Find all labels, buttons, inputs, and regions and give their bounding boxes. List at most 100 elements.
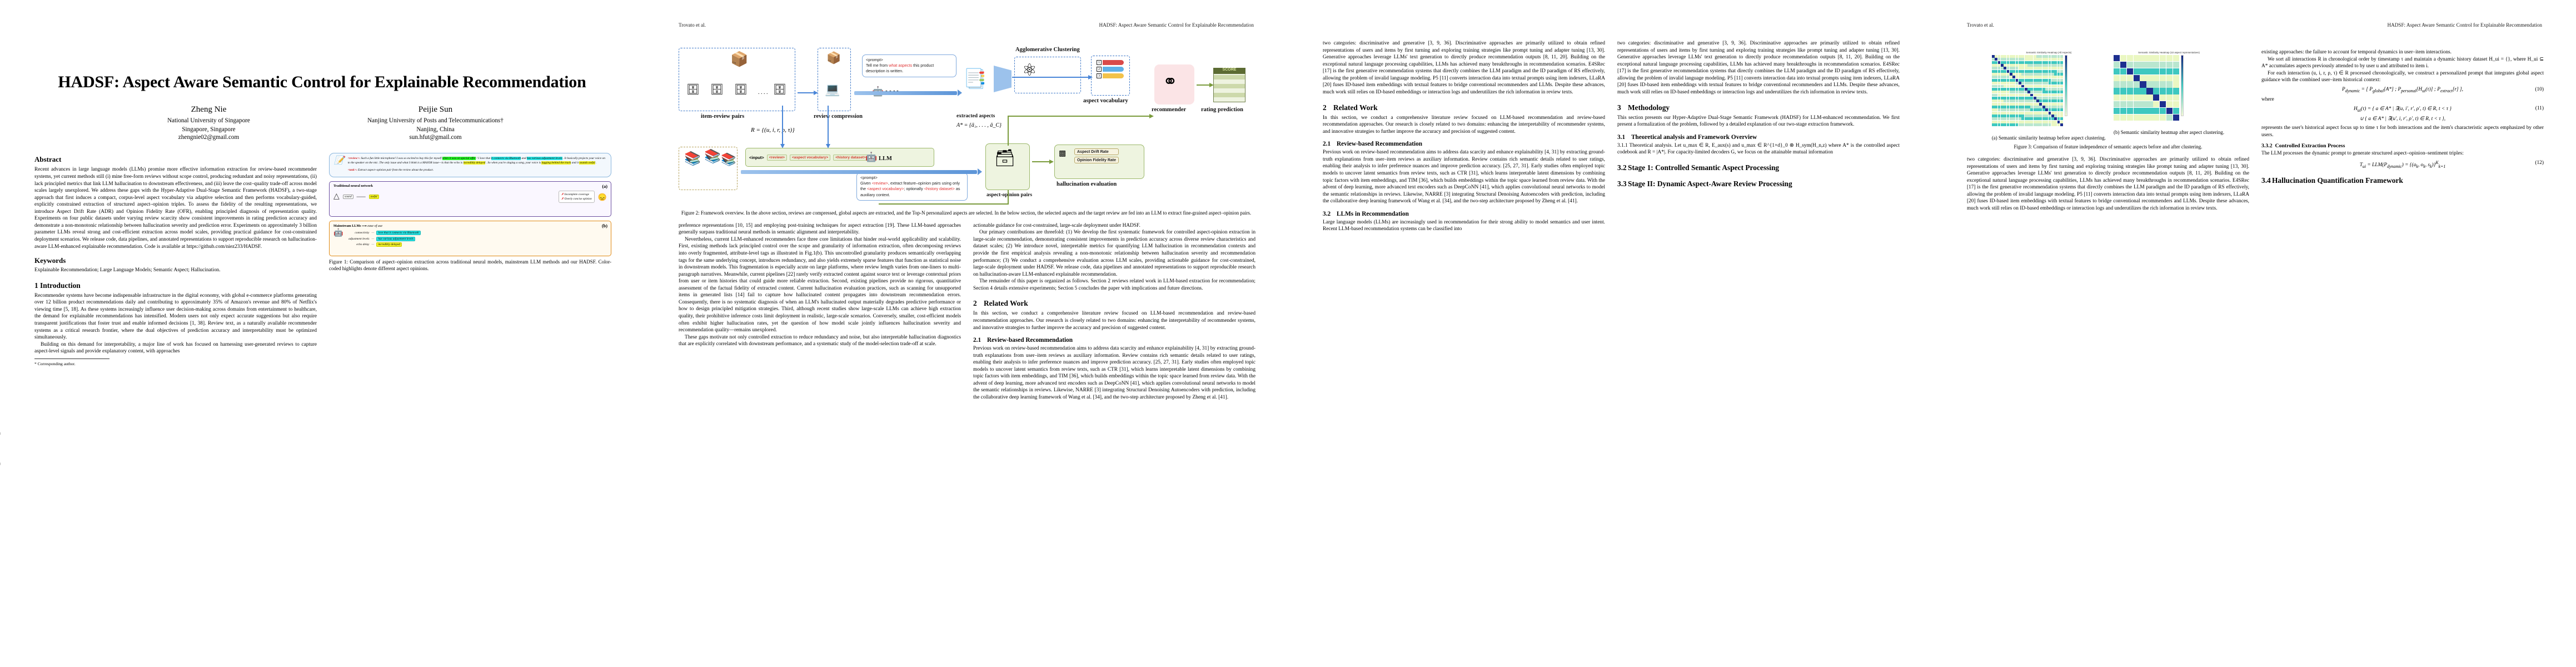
heatmap-cell	[2021, 67, 2025, 70]
heatmap-cell	[2113, 55, 2120, 62]
heatmap-cell	[2057, 108, 2060, 112]
heatmap-cell	[2120, 107, 2127, 115]
page-3: two categories: discriminative and gener…	[1288, 0, 1932, 667]
heatmap-cell	[2120, 114, 2127, 121]
heatmap-cell	[1995, 55, 1998, 58]
heatmap-cell	[2060, 115, 2063, 117]
related-work-intro: In this section, we conduct a comprehens…	[973, 311, 1255, 331]
heatmap-cell	[2018, 96, 2021, 99]
heatmap-cell	[2042, 64, 2045, 67]
heatmap-cell	[2009, 87, 2012, 91]
heatmap-cell	[2133, 94, 2140, 101]
heatmap-cell	[2045, 84, 2049, 88]
pair-value: love that it connects via Bluetooth	[376, 231, 421, 236]
heatmap-cell	[2153, 68, 2160, 75]
heatmap-cell	[2042, 84, 2045, 88]
heatmap-cell	[2021, 120, 2025, 123]
heatmap-cell	[2018, 102, 2021, 106]
heatmap-a: Semantic Similarity Heatmap (All Aspects…	[1991, 51, 2106, 141]
heatmap-cell	[2024, 82, 2027, 85]
p3b-c2-para-3: For each interaction (u, i, r, ρ, τ) ∈ R…	[2261, 70, 2544, 83]
heatmap-cell	[2004, 96, 2007, 99]
heatmap-cell	[2060, 123, 2063, 126]
heatmap-cell	[2024, 96, 2027, 99]
p2-red-history: <history dataset>	[924, 186, 955, 192]
heatmap-cell	[2173, 114, 2179, 121]
heatmap-cell	[2015, 82, 2019, 85]
heatmap-cell	[2045, 73, 2049, 76]
heatmap-cell	[2012, 117, 2016, 121]
heatmap-cell	[2021, 93, 2025, 97]
heatmap-cell	[2036, 108, 2039, 112]
heatmap-cell	[2054, 69, 2057, 73]
heatmap-cell	[2018, 87, 2021, 91]
page3-column-2: two categories: discriminative and gener…	[1617, 40, 1900, 233]
vocab-list: 1 2 3	[1097, 60, 1124, 80]
page1-column-2: 📝 <review>: Such a fun little microphone…	[329, 153, 611, 366]
heatmap-cell	[1991, 76, 1995, 79]
heatmap-cell	[2033, 84, 2036, 88]
heatmap-cell	[2048, 55, 2051, 58]
heatmap-cell	[2006, 61, 2010, 64]
heatmap-cell	[2027, 69, 2030, 73]
heatmap-cell	[2042, 91, 2045, 94]
heatmap-cell	[2054, 61, 2057, 64]
stage2-number: 3.3	[1617, 179, 1627, 188]
heatmap-cell	[2140, 114, 2146, 121]
heatmap-cell	[2021, 108, 2025, 112]
history-dataset-group	[679, 147, 738, 190]
heatmap-cell	[2060, 73, 2063, 76]
heatmap-cell	[2021, 73, 2025, 76]
heatmap-cell	[2060, 102, 2063, 106]
heatmap-cell	[2054, 123, 2057, 126]
heatmap-cell	[2004, 91, 2007, 94]
heatmap-cell	[2015, 61, 2019, 64]
heatmap-cell	[2027, 117, 2030, 121]
heatmap-cell	[2113, 68, 2120, 75]
heatmap-cell	[2042, 87, 2045, 91]
task-text: Extract aspect–opinion pair from the rev…	[357, 168, 434, 172]
heatmap-cell	[2057, 111, 2060, 115]
heatmap-cell	[2015, 93, 2019, 97]
heatmap-cell	[2173, 74, 2179, 81]
author-email[interactable]: sun.hfut@gmail.com	[409, 134, 462, 141]
pair-key: connectivity	[355, 231, 370, 235]
heatmap-cell	[2042, 108, 2045, 112]
heatmap-cell	[2000, 106, 2004, 108]
heatmap-cell	[2057, 61, 2060, 64]
heatmap-cell	[1997, 58, 2001, 61]
heatmap-cell	[2146, 55, 2153, 62]
heatmap-cell	[2153, 81, 2160, 88]
heatmap-cell	[2027, 82, 2030, 85]
heatmap-a-grid	[1991, 55, 2063, 126]
heatmap-cell	[2133, 55, 2140, 62]
heatmap-cell	[2030, 111, 2034, 115]
heatmap-cell	[2024, 102, 2027, 106]
author-email[interactable]: zhengnie02@gmail.com	[178, 134, 240, 141]
heatmap-cell	[2030, 58, 2034, 61]
heatmap-cell	[2051, 55, 2054, 58]
heatmap-cell	[2140, 55, 2146, 62]
heatmap-cell	[2146, 114, 2153, 121]
heatmap-cell	[2036, 117, 2039, 121]
section-label: Related Work	[1333, 103, 1378, 112]
heatmap-cell	[2048, 69, 2051, 73]
running-head-left: Trovato et al.	[679, 22, 706, 28]
heatmap-cell	[2000, 111, 2004, 115]
heatmap-cell	[2126, 74, 2134, 81]
section-number: 2	[1323, 103, 1327, 112]
heatmap-cell	[2173, 81, 2179, 88]
figure1-task-line: <task>: Extract aspect–opinion pair from…	[348, 168, 606, 173]
heatmap-cell	[2018, 67, 2021, 70]
heatmap-cell	[2021, 106, 2025, 108]
heatmap-cell	[2060, 78, 2063, 82]
heatmap-cell	[2027, 120, 2030, 123]
heatmap-cell	[2027, 73, 2030, 76]
heatmap-cell	[2030, 91, 2034, 94]
heatmap-cell	[2051, 93, 2054, 97]
heatmap-cell	[1997, 106, 2001, 108]
robot-icon: 🤖	[333, 228, 343, 237]
heatmap-cell	[2000, 78, 2004, 82]
heatmap-cell	[2057, 117, 2060, 121]
